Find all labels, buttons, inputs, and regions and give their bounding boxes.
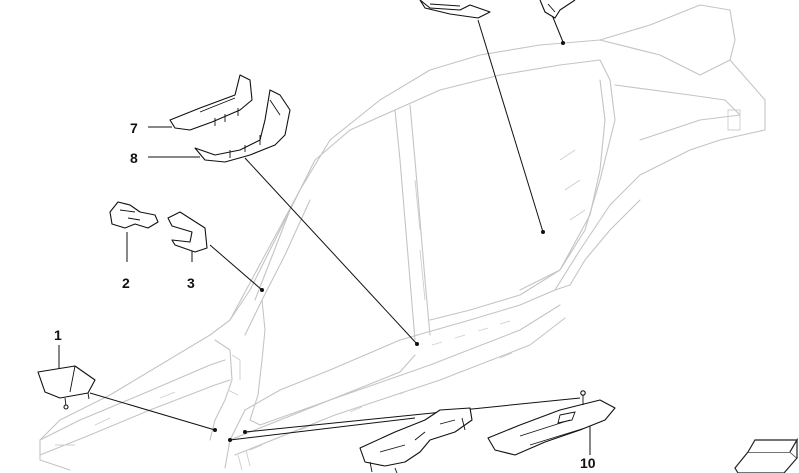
callout-10: 10 bbox=[580, 455, 596, 471]
leader-lines bbox=[58, 14, 591, 455]
part-7-insulation-pad[interactable] bbox=[169, 74, 253, 131]
arrow-box-icon bbox=[734, 437, 799, 473]
part-top-center-bracket[interactable] bbox=[419, 0, 491, 19]
part-2-clip-bracket[interactable] bbox=[109, 201, 159, 229]
callout-2: 2 bbox=[122, 275, 130, 291]
part-1-front-plate[interactable] bbox=[37, 365, 96, 410]
part-10-floor-plate[interactable] bbox=[487, 390, 616, 456]
part-3-gusset-plate[interactable] bbox=[167, 211, 208, 253]
callout-3: 3 bbox=[187, 275, 195, 291]
callout-8: 8 bbox=[130, 150, 138, 166]
callout-7: 7 bbox=[130, 120, 138, 136]
car-body-side-frame bbox=[39, 4, 766, 471]
part-top-right-bracket[interactable] bbox=[539, 0, 576, 19]
part-lower-sill-bracket[interactable] bbox=[359, 407, 473, 473]
part-8-insulation-pad[interactable] bbox=[194, 89, 291, 163]
callout-1: 1 bbox=[54, 327, 62, 343]
